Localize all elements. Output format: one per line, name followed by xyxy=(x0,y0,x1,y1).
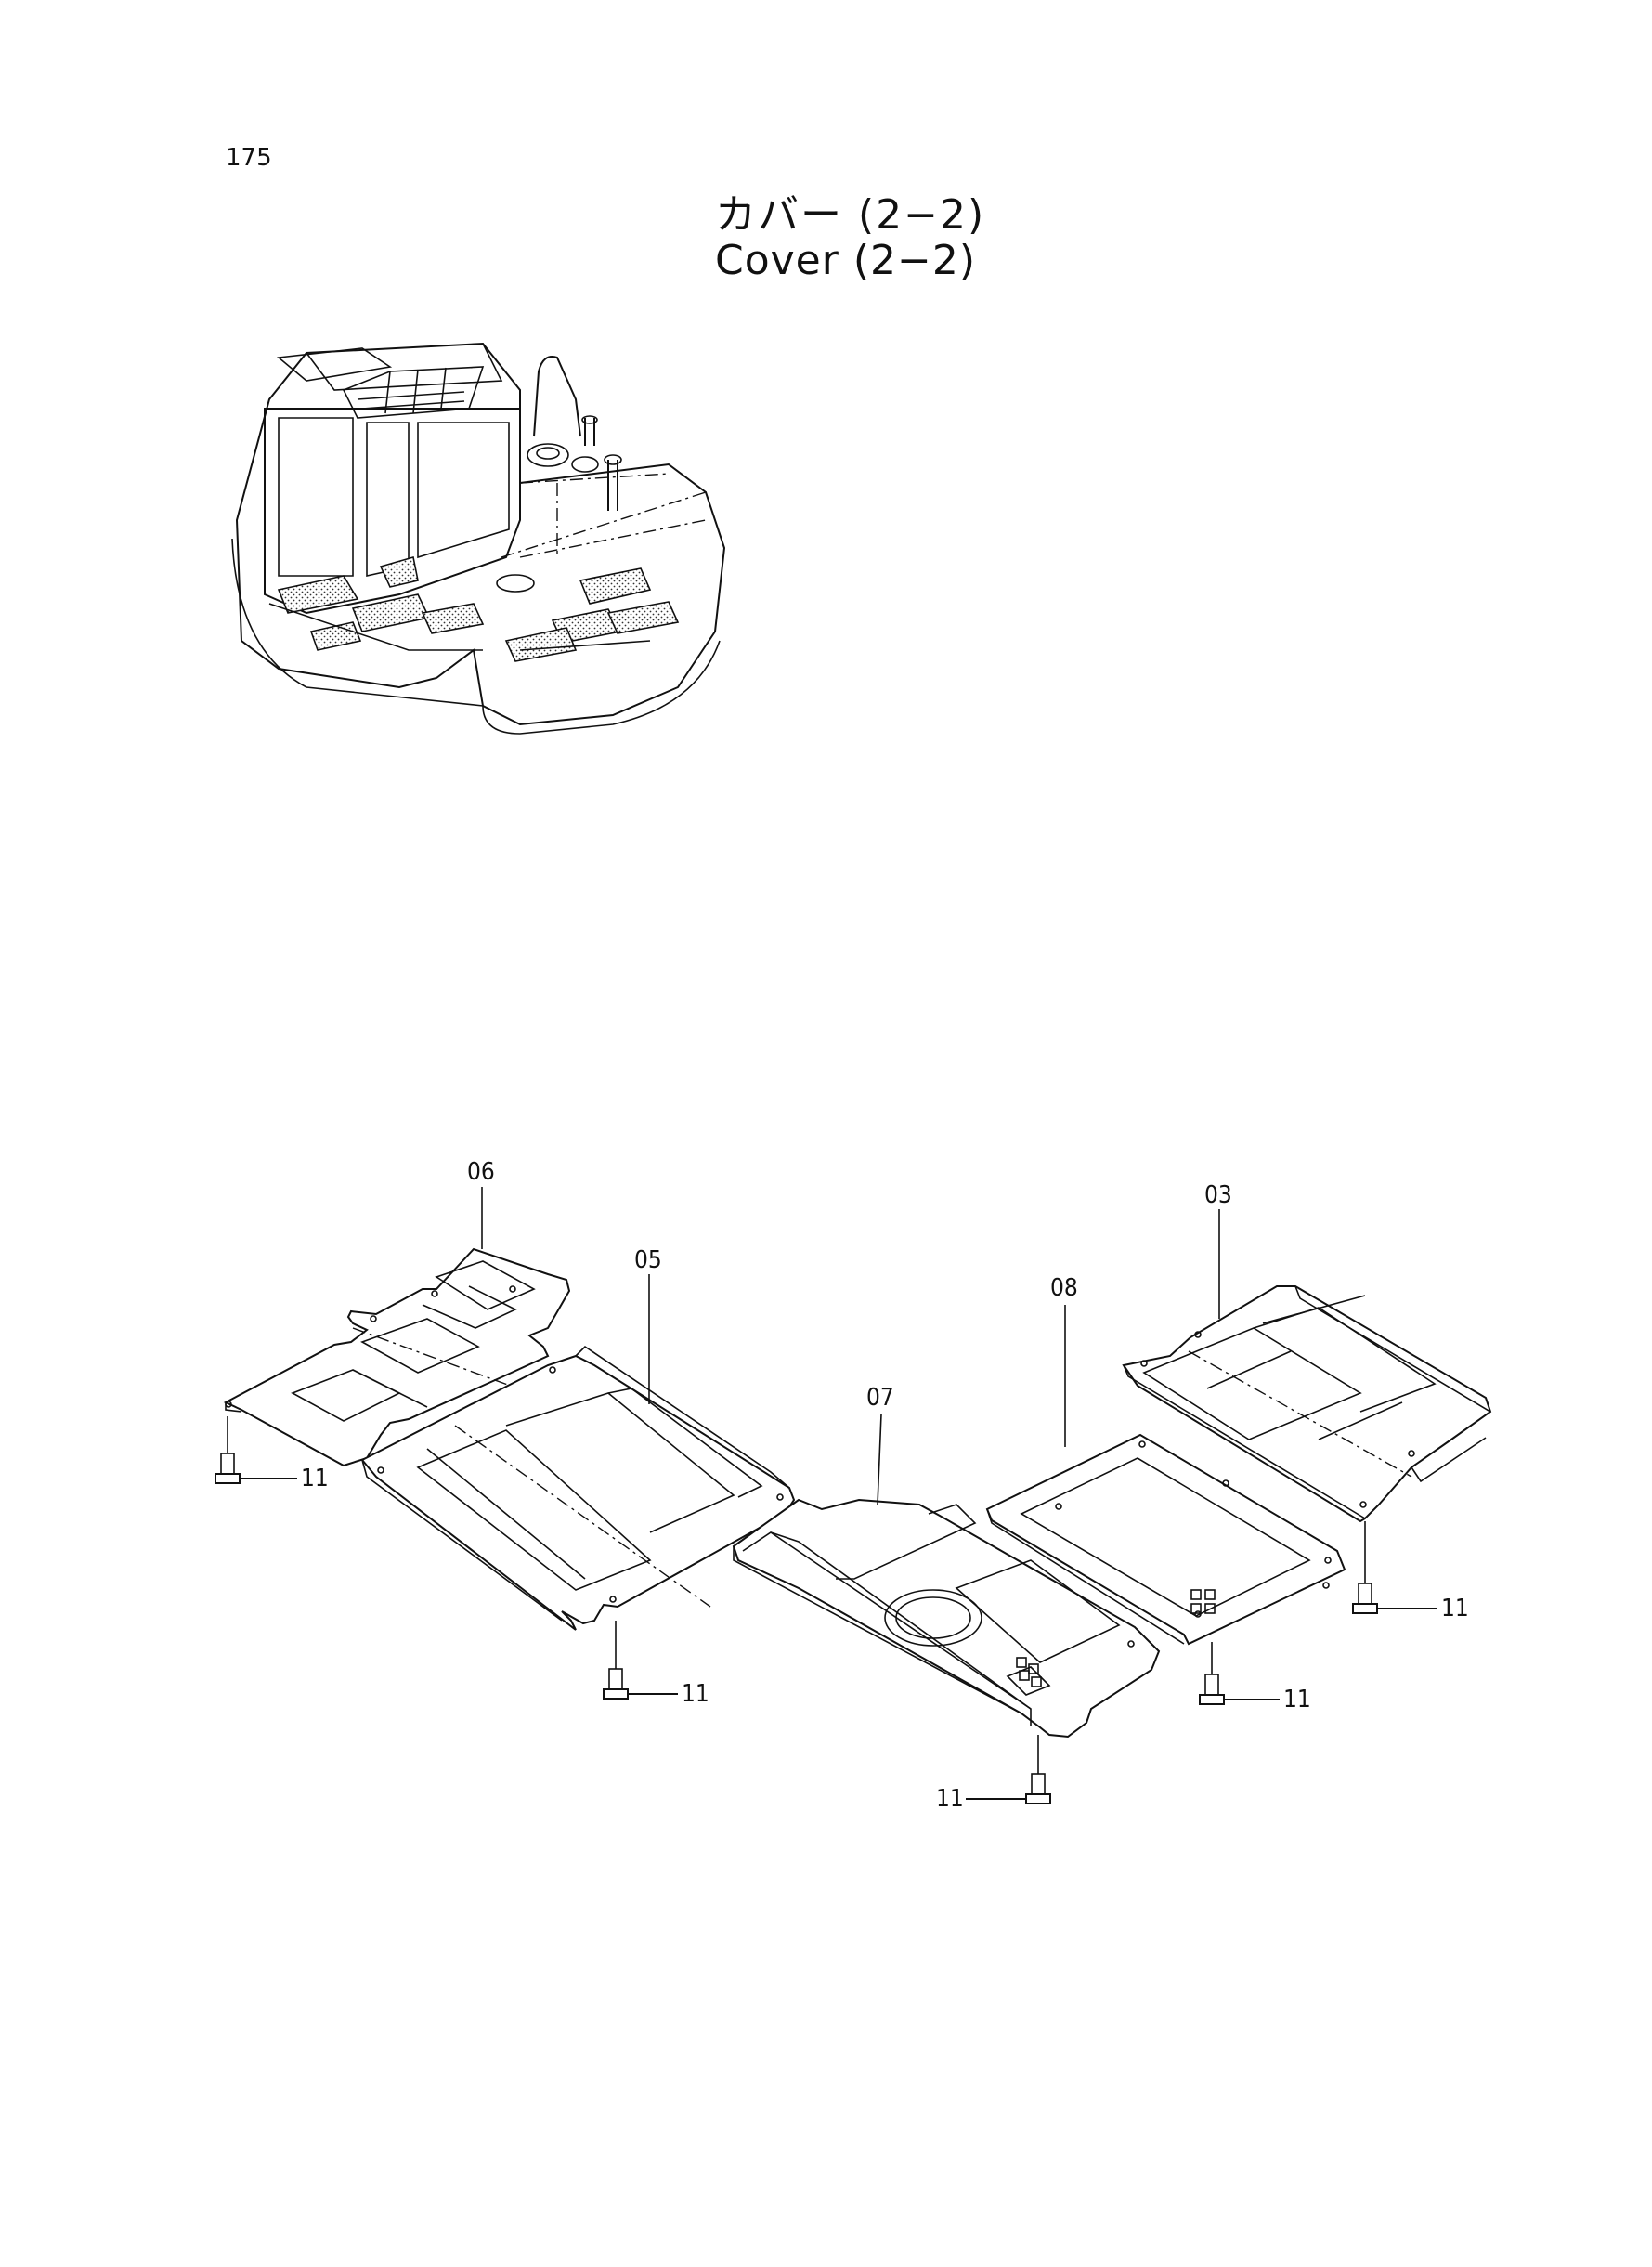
callout-07: 07 xyxy=(866,1384,894,1412)
cover-panel-05 xyxy=(360,1345,796,1631)
cover-panel-03 xyxy=(1122,1285,1492,1523)
cover-panel-08 xyxy=(985,1433,1346,1646)
page-number: 175 xyxy=(226,144,272,172)
callout-11-c: 11 xyxy=(936,1785,964,1813)
title-japanese: カバー (2−2) xyxy=(715,191,986,239)
callout-11-d: 11 xyxy=(1283,1686,1311,1713)
callout-11-e: 11 xyxy=(1441,1595,1469,1622)
callout-05: 05 xyxy=(634,1246,662,1274)
bolt-11-c xyxy=(966,1735,1051,1804)
bolt-11-b xyxy=(603,1621,678,1700)
callout-11-a: 11 xyxy=(301,1465,329,1492)
callout-03: 03 xyxy=(1204,1181,1232,1209)
machine-overview-illustration xyxy=(231,342,726,735)
cover-panel-07 xyxy=(732,1498,1161,1739)
callout-leaders xyxy=(481,1187,1220,1505)
cover-panel-06 xyxy=(223,1247,571,1467)
bolt-11-e xyxy=(1352,1521,1437,1614)
callout-08: 08 xyxy=(1050,1274,1078,1302)
callout-06: 06 xyxy=(467,1158,495,1186)
callout-11-b: 11 xyxy=(682,1680,709,1708)
title-english: Cover (2−2) xyxy=(715,237,977,284)
bolt-11-d xyxy=(1199,1642,1280,1705)
bolt-11-a xyxy=(215,1416,297,1484)
